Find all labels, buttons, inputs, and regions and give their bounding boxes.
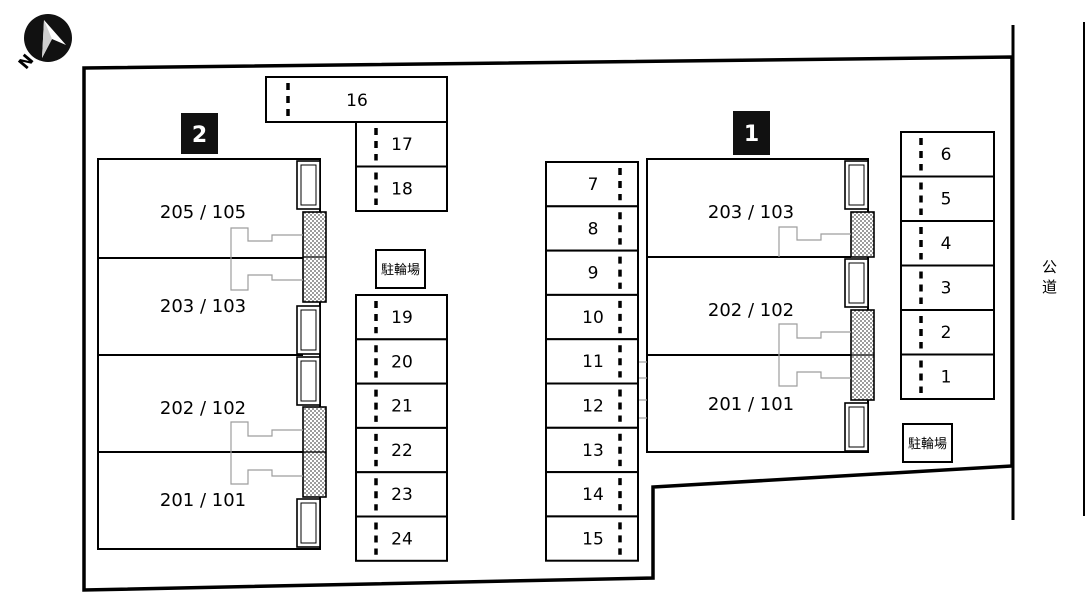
parking-stall-number: 14 xyxy=(582,485,604,505)
parking-stall-number: 1 xyxy=(941,368,952,388)
parking-stall-number: 18 xyxy=(391,180,413,200)
parking-stall-number: 8 xyxy=(588,219,599,239)
building-2-badge xyxy=(181,113,218,154)
building-2-balconies xyxy=(296,160,321,548)
building-1-stairs xyxy=(850,211,875,401)
road-label-2: 道 xyxy=(1042,278,1057,296)
parking-stall-number: 11 xyxy=(582,352,604,372)
parking-stall-number: 10 xyxy=(582,308,604,328)
building-2-badge-text: 2 xyxy=(192,123,207,148)
parking-stall xyxy=(900,353,995,400)
parking-stall xyxy=(545,293,639,341)
parking-stall xyxy=(355,382,448,429)
parking-stall-number: 19 xyxy=(391,308,413,328)
parking-stall-number: 2 xyxy=(941,323,952,343)
parking-stall xyxy=(355,121,448,168)
parking-stall-number: 13 xyxy=(582,441,604,461)
parking-stall xyxy=(265,76,448,123)
building-2-stairs xyxy=(302,211,327,498)
building-2-unit-label: 201 / 101 xyxy=(160,490,246,511)
bicycle-parking-upper: 駐輪場 xyxy=(375,249,426,289)
building-1-piping xyxy=(778,226,851,387)
parking-stall-number: 4 xyxy=(941,234,952,254)
parking-stall-number: 6 xyxy=(941,145,952,165)
parking-stall xyxy=(355,338,448,385)
parking-stall-number: 22 xyxy=(391,441,413,461)
building-1-balconies xyxy=(844,160,869,452)
parking-stall-number: 21 xyxy=(391,397,413,417)
parking-stall-number: 15 xyxy=(582,529,604,549)
parking-stall-number: 5 xyxy=(941,190,952,210)
parking-stall xyxy=(900,309,995,356)
parking-stall xyxy=(355,515,448,562)
parking-stall xyxy=(355,165,448,212)
building-2: 2 205 / 105 203 / 103 202 / 102 201 / 10… xyxy=(97,113,327,550)
building-1: 1 203 / 103 202 / 102 201 / 101 xyxy=(646,111,875,453)
parking-stall xyxy=(545,515,639,562)
building-1-unit-label: 203 / 103 xyxy=(708,202,794,223)
parking-stall-number: 20 xyxy=(391,352,413,372)
building-2-piping xyxy=(230,227,303,485)
bicycle-parking-lower: 駐輪場 xyxy=(902,423,953,463)
parking-stall xyxy=(545,249,639,296)
parking-stall xyxy=(900,175,995,222)
building-2-unit-label: 203 / 103 xyxy=(160,296,246,317)
parking-stall-number: 9 xyxy=(588,264,599,284)
parking-stall-number: 24 xyxy=(391,530,413,550)
building-2-unit-label: 202 / 102 xyxy=(160,398,246,419)
connector-lines xyxy=(638,361,647,419)
parking-stall-number: 17 xyxy=(391,135,413,155)
building-1-unit-label: 202 / 102 xyxy=(708,300,794,321)
parking-stall xyxy=(900,264,995,311)
parking-stall xyxy=(545,338,639,385)
parking-stall xyxy=(545,471,639,518)
building-1-unit-label: 201 / 101 xyxy=(708,394,794,415)
parking-stall-number: 7 xyxy=(588,175,599,195)
road-label-1: 公 xyxy=(1042,258,1057,276)
parking-stall-number: 3 xyxy=(941,279,952,299)
compass: N xyxy=(14,14,72,73)
building-1-badge-text: 1 xyxy=(744,122,759,147)
parking-stall-number: 23 xyxy=(391,485,413,505)
public-road: 公 道 xyxy=(1011,22,1085,520)
parking-stall-number: 12 xyxy=(582,397,604,417)
compass-north-icon xyxy=(24,14,72,62)
parking-stall xyxy=(545,205,639,252)
building-1-outline xyxy=(646,158,869,453)
bicycle-parking-label: 駐輪場 xyxy=(381,262,420,278)
parking-stall xyxy=(355,294,448,341)
parking-stall xyxy=(900,131,995,178)
parking-stall-number: 16 xyxy=(346,91,368,111)
building-1-badge xyxy=(733,111,770,155)
parking-stall xyxy=(545,161,639,208)
bicycle-parking-label: 駐輪場 xyxy=(908,436,947,452)
building-2-unit-label: 205 / 105 xyxy=(160,202,246,223)
parking-stall xyxy=(545,426,639,474)
